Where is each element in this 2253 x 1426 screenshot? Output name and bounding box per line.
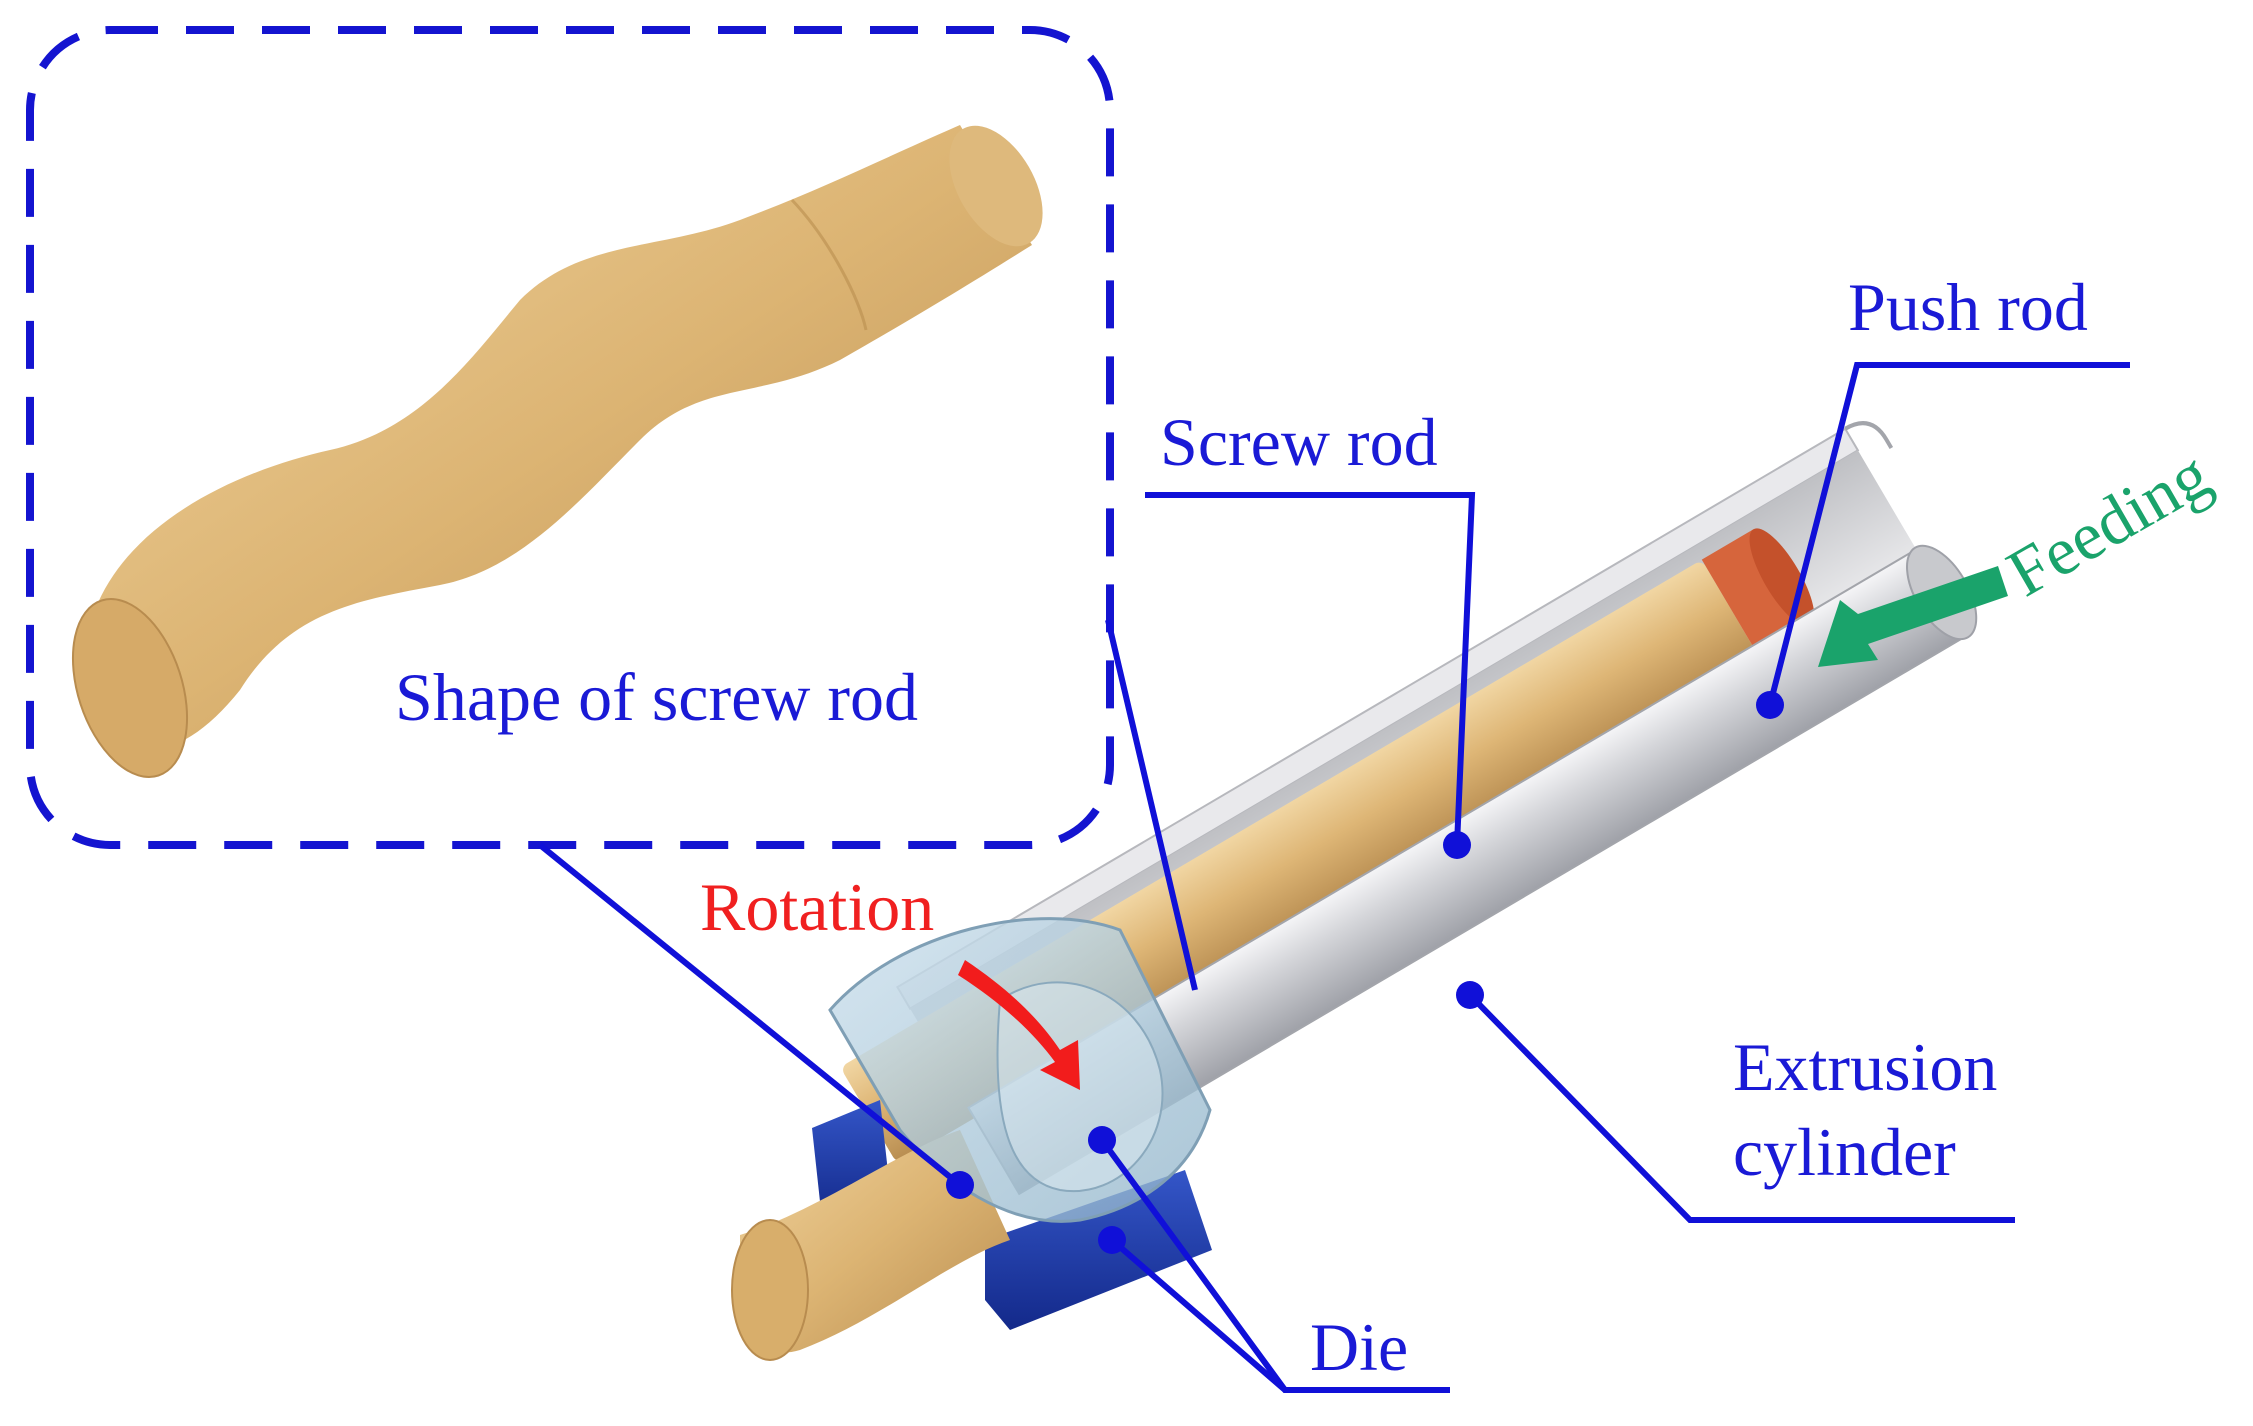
leader-dot-inset bbox=[946, 1171, 974, 1199]
inset-rod-end-right bbox=[949, 125, 1043, 247]
label-feeding: Feeding bbox=[1995, 436, 2223, 611]
label-push-rod: Push rod bbox=[1848, 269, 2088, 345]
label-die: Die bbox=[1310, 1309, 1408, 1385]
label-screw-rod: Screw rod bbox=[1160, 404, 1438, 480]
leader-die-b bbox=[1110, 1237, 1287, 1393]
inset-wavy-rod bbox=[95, 125, 1032, 752]
leader-inset-diagonal bbox=[1105, 619, 1198, 991]
leader-dot-screw-rod bbox=[1443, 831, 1471, 859]
leader-dot-push-rod bbox=[1756, 691, 1784, 719]
leader-screw-rod bbox=[1145, 492, 1476, 846]
leader-dot-die-a bbox=[1088, 1126, 1116, 1154]
label-shape-of-screw-rod: Shape of screw rod bbox=[395, 659, 918, 735]
extrusion-cylinder-rim bbox=[1844, 421, 1894, 450]
inset-rod-seam bbox=[790, 198, 868, 331]
leader-push-rod bbox=[1767, 362, 2130, 706]
label-cylinder: cylinder bbox=[1733, 1114, 1956, 1190]
rotation-arrow bbox=[958, 960, 1080, 1090]
leader-inset-to-die bbox=[538, 842, 962, 1188]
leader-extrusion-cylinder bbox=[1467, 992, 2015, 1223]
screw-rod-exit-face bbox=[731, 1219, 809, 1361]
label-extrusion: Extrusion bbox=[1733, 1029, 1997, 1105]
label-rotation: Rotation bbox=[700, 869, 934, 945]
leader-dot-die-b bbox=[1098, 1226, 1126, 1254]
push-rod bbox=[1701, 529, 1811, 657]
feeding-arrow bbox=[1818, 566, 2008, 667]
leader-dot-extrusion-cylinder bbox=[1456, 981, 1484, 1009]
inset-box bbox=[26, 26, 1114, 849]
inset-rod-end-left bbox=[71, 598, 189, 778]
die-assembly bbox=[731, 917, 1212, 1361]
